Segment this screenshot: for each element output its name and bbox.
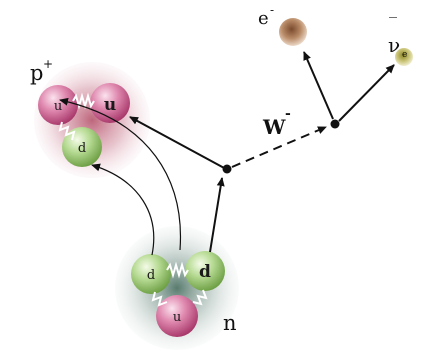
gluon-line-5 bbox=[192, 289, 208, 306]
proton-quark-label-2: u bbox=[104, 95, 116, 115]
weak-interaction: W - bbox=[129, 51, 395, 253]
neutron-up-quark bbox=[156, 295, 198, 337]
w-boson-charge: - bbox=[285, 106, 291, 122]
gluon-line-1 bbox=[72, 92, 95, 110]
proton-charge: + bbox=[43, 57, 53, 71]
neutron-down-quark-2 bbox=[185, 251, 225, 291]
proton-quark-label-1: u bbox=[54, 99, 62, 114]
neutron-label: n bbox=[223, 311, 237, 335]
gluon-line-3 bbox=[166, 261, 189, 279]
quark-paths bbox=[59, 97, 182, 256]
electron-charge: - bbox=[270, 3, 274, 17]
w-boson-label: W bbox=[262, 115, 286, 139]
electron: e - bbox=[258, 3, 307, 46]
antineutrino-label: ν bbox=[388, 33, 400, 57]
quark-vertex bbox=[222, 164, 232, 174]
down-quark-path bbox=[91, 163, 155, 256]
decay-vertex bbox=[330, 119, 340, 129]
antineutrino-bar: ‾ bbox=[389, 14, 397, 33]
neutron: d d u n bbox=[115, 226, 239, 350]
proton-label: p bbox=[30, 61, 43, 85]
neutron-down-quark-1 bbox=[131, 254, 171, 294]
electron-particle bbox=[279, 18, 307, 46]
antineutrino: ‾ ν e bbox=[388, 14, 413, 66]
neutron-quark-label-3: u bbox=[173, 310, 181, 325]
electron-label: e bbox=[258, 8, 269, 29]
electron-arrow bbox=[303, 51, 334, 120]
w-boson-propagator bbox=[231, 126, 327, 168]
gluon-line-4 bbox=[151, 291, 168, 307]
neutron-quark-label-1: d bbox=[147, 268, 155, 283]
up-quark-path bbox=[59, 97, 182, 251]
proton-quark-label-3: d bbox=[78, 141, 86, 156]
vertex-to-up-arrow bbox=[129, 116, 227, 170]
antineutrino-subscript: e bbox=[402, 50, 407, 60]
antineutrino-arrow bbox=[338, 64, 395, 122]
gluon-line-2 bbox=[58, 121, 76, 141]
down-to-vertex-arrow bbox=[209, 177, 225, 253]
antineutrino-particle bbox=[395, 48, 413, 66]
proton-up-quark-1 bbox=[38, 85, 78, 125]
neutron-quark-label-2: d bbox=[199, 262, 211, 282]
